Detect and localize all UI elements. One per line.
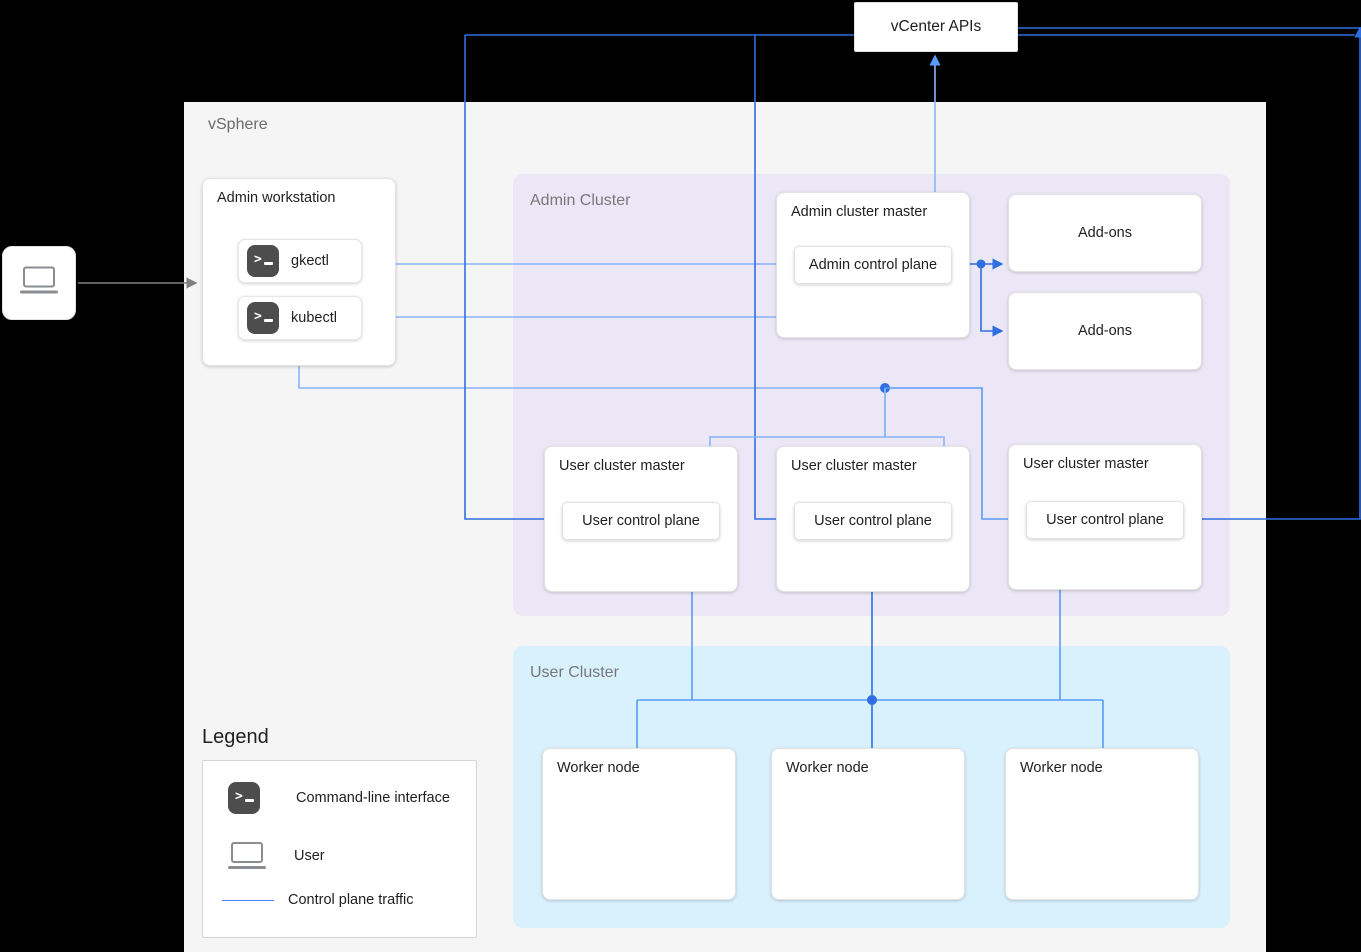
worker-node-box-2[interactable]: Worker node bbox=[771, 748, 965, 900]
cli-kubectl-label: kubectl bbox=[291, 310, 337, 326]
admin-cluster-master-title: Admin cluster master bbox=[791, 204, 928, 220]
blue-line-icon bbox=[222, 899, 274, 901]
admin-workstation-title: Admin workstation bbox=[217, 190, 336, 206]
admin-cluster-label: Admin Cluster bbox=[530, 192, 631, 209]
worker-node-title-1: Worker node bbox=[557, 760, 640, 776]
addons-label-2: Add-ons bbox=[1077, 323, 1132, 339]
legend-item-cli: > Command-line interface bbox=[228, 782, 450, 814]
user-cluster-master-title-1: User cluster master bbox=[559, 458, 685, 474]
laptop-icon bbox=[228, 842, 266, 870]
worker-node-title-2: Worker node bbox=[786, 760, 869, 776]
legend-label-traffic: Control plane traffic bbox=[288, 892, 414, 908]
legend-item-user: User bbox=[228, 842, 325, 870]
terminal-icon: > bbox=[228, 782, 260, 814]
addons-box-1[interactable]: Add-ons bbox=[1008, 194, 1202, 272]
cli-chip-gkectl[interactable]: > gkectl bbox=[238, 239, 362, 283]
user-cluster-master-title-2: User cluster master bbox=[791, 458, 917, 474]
laptop-icon bbox=[20, 266, 58, 295]
vcenter-apis-box[interactable]: vCenter APIs bbox=[854, 2, 1018, 52]
user-control-plane-box-2[interactable]: User control plane bbox=[794, 502, 952, 540]
legend-title: Legend bbox=[202, 726, 269, 748]
vsphere-label: vSphere bbox=[208, 116, 268, 133]
worker-node-box-3[interactable]: Worker node bbox=[1005, 748, 1199, 900]
worker-node-title-3: Worker node bbox=[1020, 760, 1103, 776]
terminal-icon: > bbox=[247, 302, 279, 334]
legend-label-cli: Command-line interface bbox=[296, 790, 450, 806]
admin-control-plane-label: Admin control plane bbox=[808, 257, 938, 273]
terminal-icon: > bbox=[247, 245, 279, 277]
addons-box-2[interactable]: Add-ons bbox=[1008, 292, 1202, 370]
addons-label-1: Add-ons bbox=[1077, 225, 1132, 241]
user-cluster-label: User Cluster bbox=[530, 664, 619, 681]
user-control-plane-box-3[interactable]: User control plane bbox=[1026, 501, 1184, 539]
legend-label-user: User bbox=[294, 848, 325, 864]
user-cluster-master-title-3: User cluster master bbox=[1023, 456, 1149, 472]
user-control-plane-label-2: User control plane bbox=[814, 513, 932, 529]
admin-control-plane-box[interactable]: Admin control plane bbox=[794, 246, 952, 284]
cli-chip-kubectl[interactable]: > kubectl bbox=[238, 296, 362, 340]
user-control-plane-label-1: User control plane bbox=[582, 513, 700, 529]
cli-gkectl-label: gkectl bbox=[291, 253, 329, 269]
user-control-plane-box-1[interactable]: User control plane bbox=[562, 502, 720, 540]
user-actor-box[interactable] bbox=[2, 246, 76, 320]
legend-item-traffic: Control plane traffic bbox=[222, 892, 413, 908]
user-control-plane-label-3: User control plane bbox=[1046, 512, 1164, 528]
worker-node-box-1[interactable]: Worker node bbox=[542, 748, 736, 900]
vcenter-apis-label: vCenter APIs bbox=[890, 18, 982, 35]
